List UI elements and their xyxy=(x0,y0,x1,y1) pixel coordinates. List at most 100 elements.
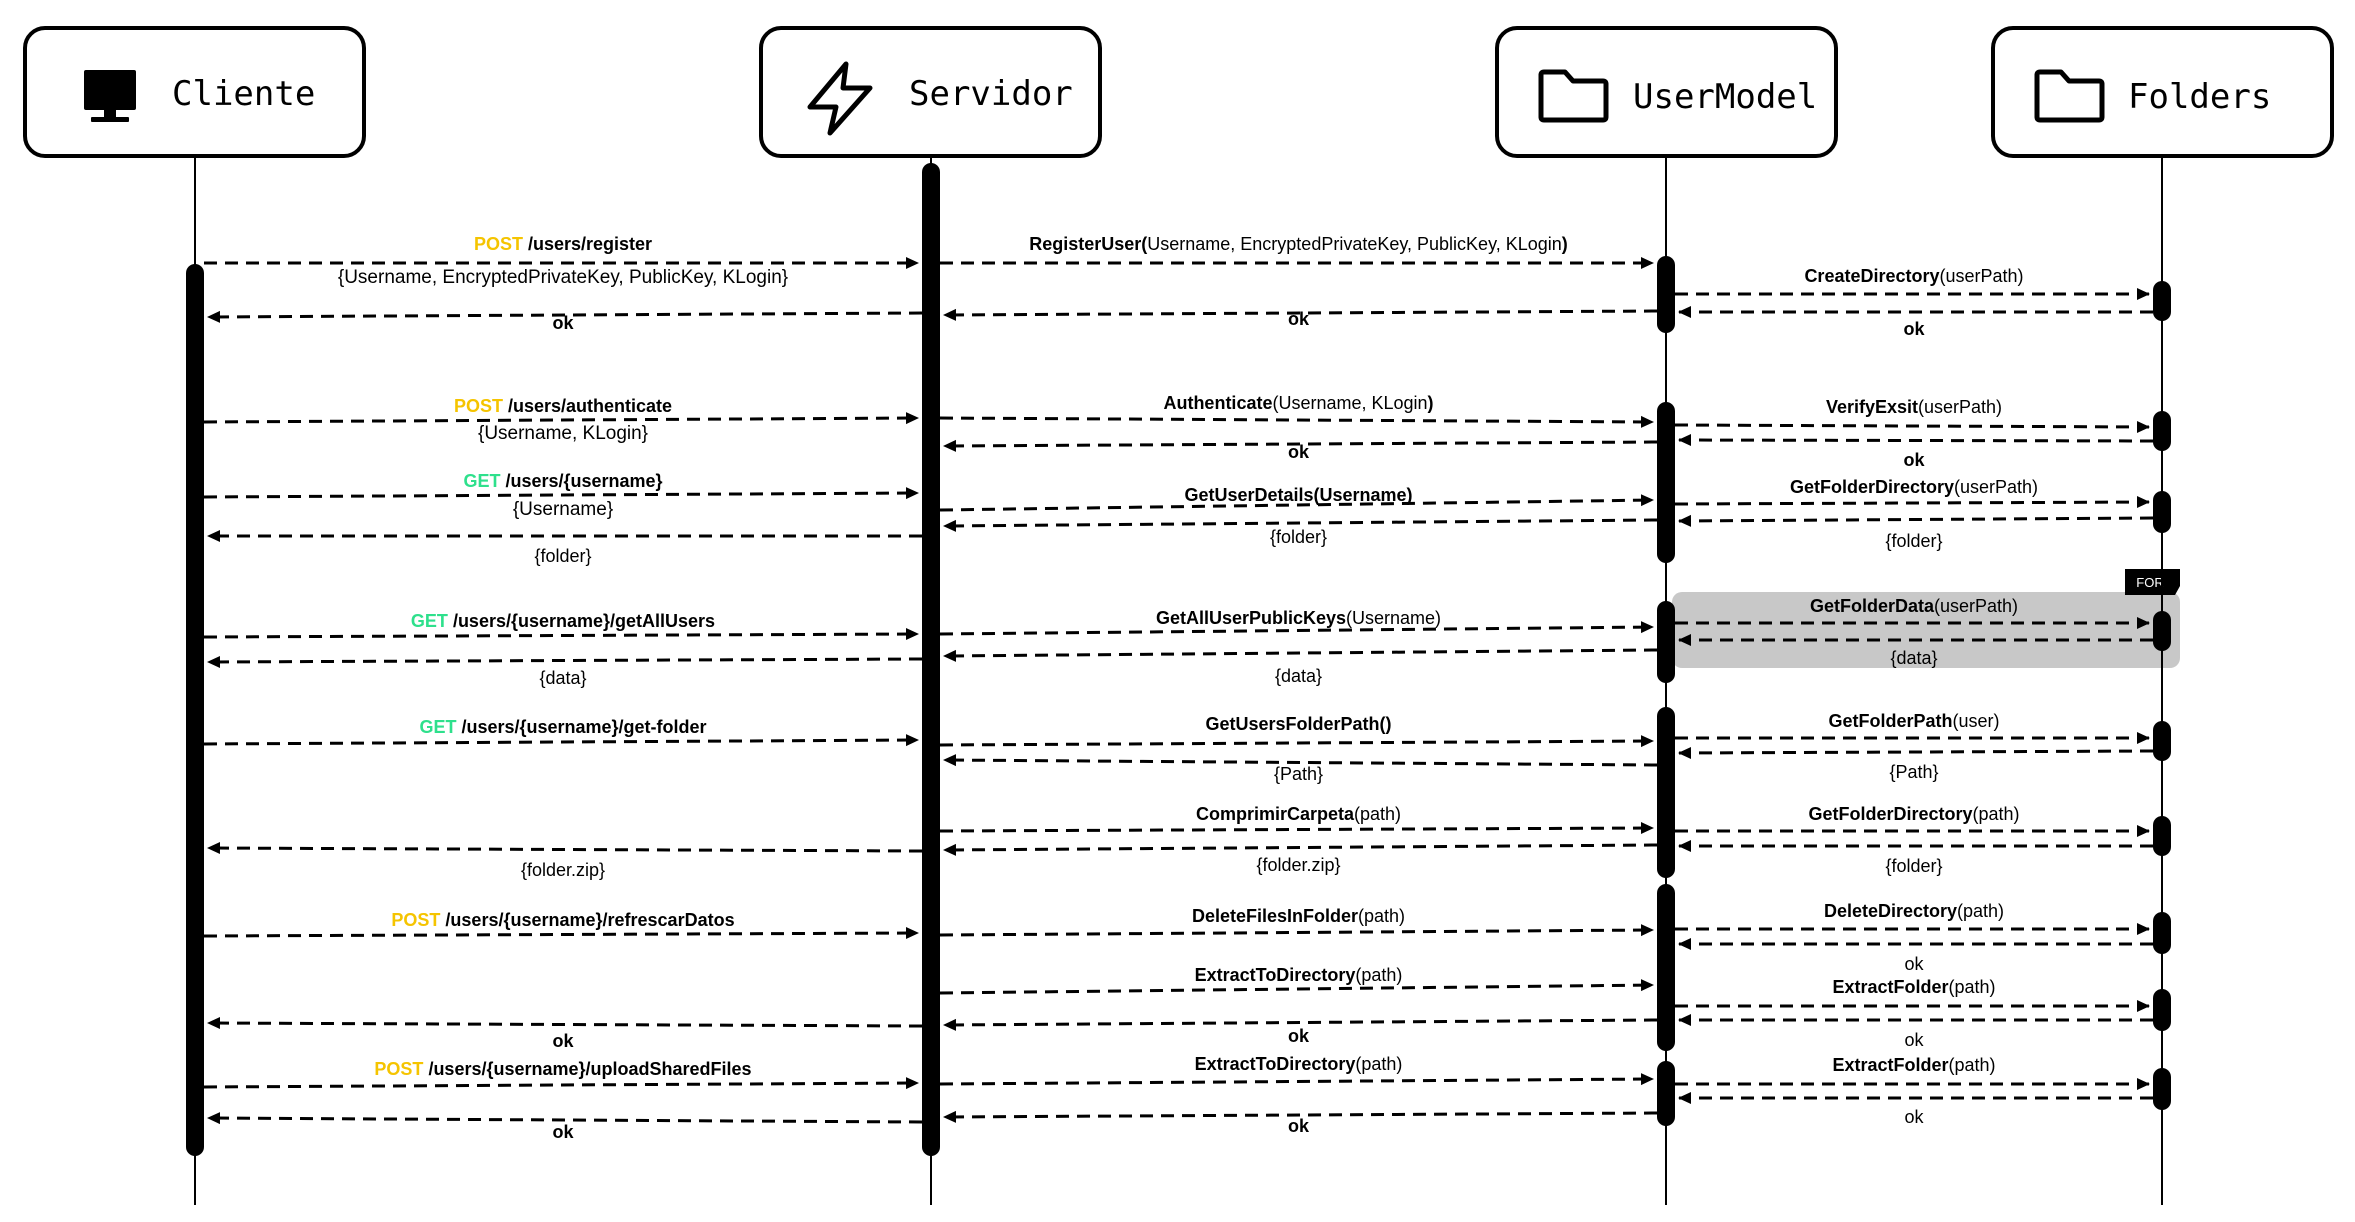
message-arrow xyxy=(203,734,919,747)
message-label: ok xyxy=(552,1031,574,1051)
message-label: POST /users/{username}/uploadSharedFiles xyxy=(374,1059,751,1079)
message-label: {Path} xyxy=(1889,762,1938,782)
activation-bar xyxy=(1657,707,1675,878)
message-payload: {Username, EncryptedPrivateKey, PublicKe… xyxy=(338,267,788,288)
message-label: ok xyxy=(1904,1107,1924,1127)
message-label-part: /users/{username} xyxy=(500,471,662,491)
message-label-part: ExtractToDirectory xyxy=(1195,1054,1356,1074)
message-arrow xyxy=(939,924,1654,937)
message-label-part: {Path} xyxy=(1274,764,1323,784)
message-label-part: {folder} xyxy=(1885,531,1942,551)
message: ok xyxy=(207,1112,923,1142)
message-label-part: (path) xyxy=(1957,901,2004,921)
message-label-part: GetFolderPath xyxy=(1828,711,1952,731)
message-arrow xyxy=(939,979,1654,995)
message-label-part: (user) xyxy=(1953,711,2000,731)
participant-box xyxy=(1495,26,1838,158)
message: GET /users/{username}/get-folder xyxy=(203,717,919,747)
message-arrow xyxy=(207,842,923,855)
message-label-part: ok xyxy=(1904,1107,1924,1127)
message-label-part: (path) xyxy=(1949,977,1996,997)
message-label: GetUsersFolderPath() xyxy=(1205,714,1391,734)
message-label: VerifyExsit(userPath) xyxy=(1826,397,2002,417)
message-arrow xyxy=(207,1112,923,1125)
participant-box xyxy=(1991,26,2334,158)
message-label-part: RegisterUser( xyxy=(1029,234,1147,254)
message-arrow xyxy=(939,621,1654,636)
message-label-part: ok xyxy=(552,1031,574,1051)
message-label: ExtractToDirectory(path) xyxy=(1195,965,1403,985)
message-arrow xyxy=(1678,434,2154,447)
message-label: {folder} xyxy=(1885,856,1942,876)
message-label: ComprimirCarpeta(path) xyxy=(1196,804,1401,824)
message-arrow xyxy=(943,439,1658,452)
message: ok xyxy=(943,439,1658,462)
message-label: ok xyxy=(1903,319,1925,339)
message-label: DeleteDirectory(path) xyxy=(1824,901,2004,921)
message-arrow xyxy=(203,927,919,940)
message-label: ExtractFolder(path) xyxy=(1832,1055,1995,1075)
message-label-part: ok xyxy=(1288,309,1310,329)
message-label-part: (path) xyxy=(1355,965,1402,985)
participant-label: UserModel xyxy=(1633,77,1817,117)
message: ok xyxy=(1678,434,2154,470)
participant-label: Servidor xyxy=(909,74,1073,114)
message-label-part: GET xyxy=(411,611,448,631)
participant-folders: Folders xyxy=(1991,26,2334,158)
participant-usermodel: UserModel xyxy=(1495,26,1838,158)
message-arrow xyxy=(943,843,1658,856)
activation-bar xyxy=(186,264,204,1156)
message: GetUserDetails(Username) xyxy=(939,485,1654,512)
activation-bar xyxy=(2153,989,2171,1031)
message-label: {data} xyxy=(1275,666,1322,686)
message-label: GET /users/{username}/getAllUsers xyxy=(411,611,715,631)
message-label-part: ok xyxy=(1903,450,1925,470)
message-arrow xyxy=(943,754,1658,767)
message: ExtractToDirectory(path) xyxy=(939,1054,1654,1086)
message-label: GetFolderDirectory(userPath) xyxy=(1790,477,2038,497)
message: RegisterUser(Username, EncryptedPrivateK… xyxy=(940,234,1654,269)
message: GetFolderPath(user) xyxy=(1675,711,2150,744)
message-label: ok xyxy=(552,1122,574,1142)
message: ok xyxy=(943,308,1658,329)
message-label-part: ok xyxy=(1904,1030,1924,1050)
message-label-part: CreateDirectory xyxy=(1804,266,1939,286)
message: {Path} xyxy=(943,754,1658,784)
message-label-part: GetAllUserPublicKeys xyxy=(1156,608,1346,628)
message-label-part: ok xyxy=(1288,442,1310,462)
message-label: GetAllUserPublicKeys(Username) xyxy=(1156,608,1441,628)
message-label: POST /users/{username}/refrescarDatos xyxy=(391,910,734,930)
message: ok xyxy=(207,310,923,333)
message-label-part: DeleteDirectory xyxy=(1824,901,1957,921)
message-label: Authenticate(Username, KLogin) xyxy=(1163,393,1433,413)
message: ok xyxy=(1678,938,2153,974)
message-arrow xyxy=(939,415,1654,428)
message: ok xyxy=(1678,1014,2153,1050)
activation-bar xyxy=(2153,281,2171,321)
message-label-part: ) xyxy=(1428,393,1434,413)
message: POST /users/{username}/refrescarDatos xyxy=(203,910,919,940)
message-arrow xyxy=(203,487,919,500)
message-label-part: {folder} xyxy=(1885,856,1942,876)
message-label: ok xyxy=(552,313,574,333)
message-label-part: (userPath) xyxy=(1954,477,2038,497)
message-label: ExtractFolder(path) xyxy=(1832,977,1995,997)
message-arrow xyxy=(203,1077,919,1090)
activation-bar xyxy=(2153,611,2171,651)
message-label: CreateDirectory(userPath) xyxy=(1804,266,2023,286)
message-label: {folder} xyxy=(1885,531,1942,551)
message-label-part: (path) xyxy=(1358,906,1405,926)
message-label-part: ok xyxy=(1288,1026,1310,1046)
message-label-part: /users/{username}/get-folder xyxy=(456,717,706,737)
monitor-icon xyxy=(84,70,136,122)
message-label-part: ExtractFolder xyxy=(1832,977,1948,997)
message-arrow xyxy=(207,655,923,668)
message: GetFolderDirectory(path) xyxy=(1675,804,2150,837)
message: {folder} xyxy=(1678,840,2153,876)
message-label: {Path} xyxy=(1274,764,1323,784)
activation-bars xyxy=(186,163,2171,1156)
message-label-part: ok xyxy=(552,313,574,333)
message-label-part: (Username) xyxy=(1346,608,1441,628)
message-label-part: /users/authenticate xyxy=(503,396,672,416)
